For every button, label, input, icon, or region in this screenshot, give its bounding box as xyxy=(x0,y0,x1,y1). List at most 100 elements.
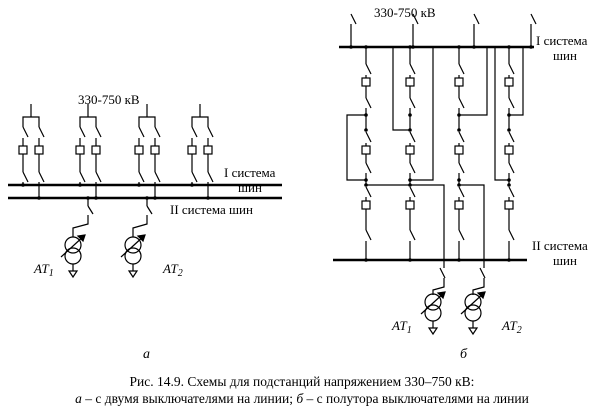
junction-dot xyxy=(472,45,476,49)
disconnector xyxy=(365,97,372,109)
caption-b-text: – с полутора выключателями на линии xyxy=(303,391,529,406)
voltage-label-a: 330-750 кВ xyxy=(78,92,140,107)
junction-dot xyxy=(457,258,461,262)
panel-label-a: а xyxy=(143,347,150,362)
junction-dot xyxy=(507,183,511,187)
circuit-breaker xyxy=(504,200,514,210)
junction-dot xyxy=(364,183,368,187)
disconnector xyxy=(365,131,372,143)
disconnector xyxy=(409,63,416,75)
at-tap xyxy=(366,184,445,268)
disconnector xyxy=(458,186,465,198)
bus2-label-line1-b: II система xyxy=(532,238,588,253)
junction-dot xyxy=(37,196,41,200)
junction-dot xyxy=(137,183,141,187)
junction-dot xyxy=(408,128,412,132)
disconnector xyxy=(207,171,214,183)
line-tap xyxy=(410,47,434,181)
junction-dot xyxy=(364,45,368,49)
transformer-winding xyxy=(64,236,82,254)
figure-caption-line1: Рис. 14.9. Схемы для подстанций напряжен… xyxy=(129,374,475,389)
disconnector xyxy=(530,13,537,25)
junction-dot xyxy=(408,178,412,182)
panel-label-b: б xyxy=(460,347,468,362)
junction-dot xyxy=(411,45,415,49)
ground-symbol xyxy=(427,327,439,336)
caption-a-letter: а xyxy=(75,391,82,406)
ground-symbol xyxy=(67,270,79,279)
at2-label-a: AT2 xyxy=(162,261,183,279)
junction-dot xyxy=(78,183,82,187)
line-fork xyxy=(79,116,97,127)
junction-dot xyxy=(408,183,412,187)
disconnector xyxy=(87,205,94,215)
junction-dot xyxy=(507,178,511,182)
circuit-breaker xyxy=(18,145,28,155)
line-tap xyxy=(509,47,524,116)
disconnector xyxy=(38,126,45,138)
disconnector xyxy=(138,171,145,183)
transformer-winding xyxy=(424,304,442,322)
disconnector xyxy=(207,126,214,138)
at1-label-b: AT1 xyxy=(391,318,412,336)
disconnector xyxy=(508,97,515,109)
disconnector xyxy=(350,13,357,25)
disconnector xyxy=(191,171,198,183)
circuit-breaker xyxy=(405,145,415,155)
circuit-breaker xyxy=(134,145,144,155)
disconnector xyxy=(365,63,372,75)
voltage-label-b: 330-750 кВ xyxy=(374,5,436,20)
junction-dot xyxy=(364,113,368,117)
disconnector xyxy=(508,63,515,75)
junction-dot xyxy=(145,196,149,200)
junction-dot xyxy=(364,128,368,132)
line-tap xyxy=(459,47,488,116)
at1-label-a: AT1 xyxy=(33,261,54,279)
disconnector xyxy=(458,97,465,109)
ground-symbol xyxy=(467,327,479,336)
transformer-adjust-arrowhead xyxy=(136,234,146,243)
circuit-breaker xyxy=(34,145,44,155)
disconnector xyxy=(38,171,45,183)
disconnector xyxy=(95,171,102,183)
transformer-winding xyxy=(124,247,142,265)
bus1-label-line1-b: I система xyxy=(536,33,588,48)
circuit-breaker xyxy=(405,77,415,87)
junction-dot xyxy=(457,45,461,49)
junction-dot xyxy=(507,258,511,262)
line-tap xyxy=(494,47,509,181)
junction-dot xyxy=(457,183,461,187)
bus1-label-line2-b: шин xyxy=(553,48,577,63)
line-fork xyxy=(22,116,40,127)
caption-b-letter: б xyxy=(296,391,304,406)
disconnector xyxy=(508,186,515,198)
junction-dot xyxy=(457,113,461,117)
disconnector xyxy=(22,126,29,138)
disconnector xyxy=(439,267,446,279)
transformer-lead xyxy=(72,215,89,237)
disconnector xyxy=(412,13,419,25)
circuit-breaker xyxy=(454,77,464,87)
disconnector xyxy=(191,126,198,138)
transformer-adjust-arrowhead xyxy=(76,234,86,243)
disconnector xyxy=(79,126,86,138)
disconnector xyxy=(409,162,416,174)
transformer-winding xyxy=(64,247,82,265)
disconnector xyxy=(95,126,102,138)
disconnector xyxy=(79,171,86,183)
line-fork xyxy=(191,116,209,127)
junction-dot xyxy=(408,45,412,49)
junction-dot xyxy=(507,113,511,117)
junction-dot xyxy=(94,196,98,200)
junction-dot xyxy=(408,113,412,117)
circuit-breaker xyxy=(454,200,464,210)
disconnector xyxy=(154,171,161,183)
disconnector xyxy=(458,162,465,174)
line-fork xyxy=(138,116,156,127)
junction-dot xyxy=(529,45,533,49)
disconnector xyxy=(154,126,161,138)
disconnector xyxy=(458,131,465,143)
circuit-breaker xyxy=(361,145,371,155)
figure-caption-line2: а – с двумя выключателями на линии; б – … xyxy=(0,390,604,407)
